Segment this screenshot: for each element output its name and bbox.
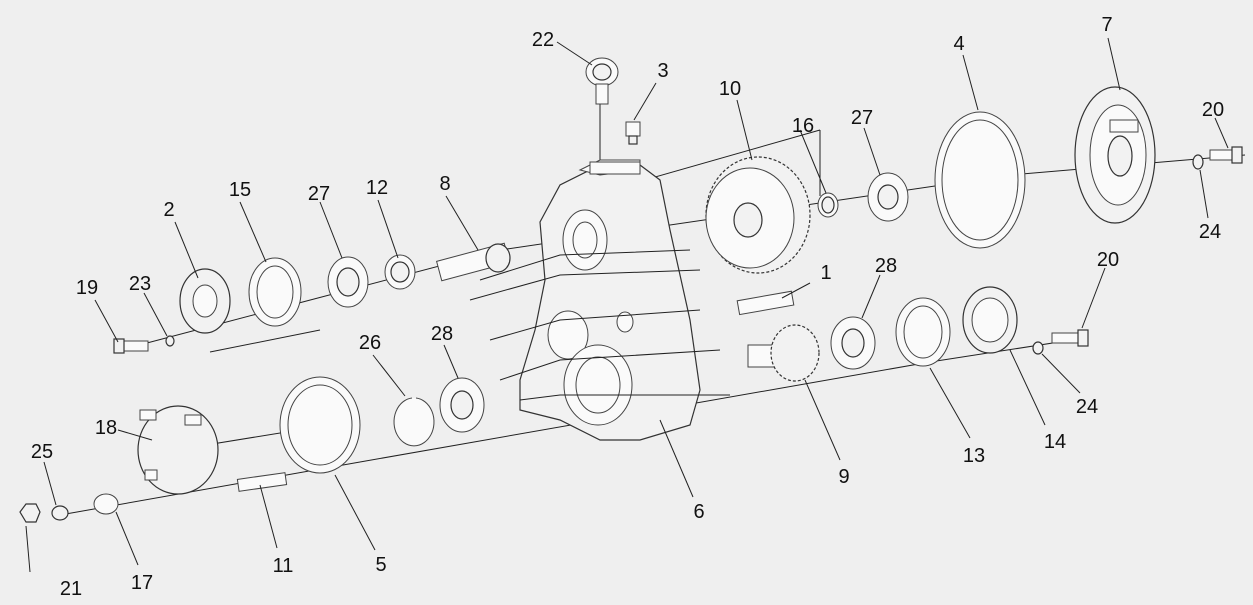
callout-11: 11	[273, 555, 294, 577]
callout-27-left: 27	[308, 183, 330, 205]
filler-plug	[625, 121, 641, 145]
gearbox-housing	[469, 159, 730, 441]
gasket-5	[279, 376, 361, 474]
callout-10: 10	[719, 78, 741, 100]
dowel-pin-1	[736, 290, 795, 316]
callout-14: 14	[1044, 431, 1066, 453]
callout-9: 9	[838, 466, 849, 488]
callout-21: 21	[60, 578, 82, 600]
gasket-13	[895, 297, 951, 367]
dowel-pin-11	[236, 472, 288, 492]
bolt-19	[113, 338, 149, 354]
callout-7: 7	[1101, 14, 1112, 36]
spacer-17	[93, 493, 119, 515]
callout-24-bottom: 24	[1076, 396, 1098, 418]
callout-16: 16	[792, 115, 814, 137]
bearing-27-left	[327, 256, 369, 308]
callout-28-left: 28	[431, 323, 453, 345]
callout-28-right: 28	[875, 255, 897, 277]
callout-5: 5	[375, 554, 386, 576]
oil-seal-12	[384, 254, 416, 290]
callout-23: 23	[129, 273, 151, 295]
callout-20-top: 20	[1202, 99, 1224, 121]
eyebolt	[585, 57, 619, 105]
callout-15: 15	[229, 179, 251, 201]
washer-23	[165, 335, 175, 347]
callout-4: 4	[953, 33, 964, 55]
bearing-28-right	[830, 316, 876, 370]
washer-24-top	[1192, 154, 1204, 170]
callout-6: 6	[693, 501, 704, 523]
callout-18: 18	[95, 417, 117, 439]
callout-3: 3	[657, 60, 668, 82]
bolt-20-top	[1209, 146, 1243, 164]
callout-20-bottom: 20	[1097, 249, 1119, 271]
gasket-4	[934, 111, 1026, 249]
callout-19: 19	[76, 277, 98, 299]
callout-13: 13	[963, 445, 985, 467]
input-shaft-8	[435, 242, 511, 282]
pinion-gear-9	[747, 324, 820, 382]
washer-24-bottom	[1032, 341, 1044, 355]
callout-26: 26	[359, 332, 381, 354]
cover-14	[962, 286, 1018, 354]
bearing-28-left	[439, 377, 485, 433]
callout-labels: 1 2 3 4 5 6 7 8 9 10 11 12 13 14 15 16 1…	[31, 14, 1224, 600]
callout-leaders	[25, 37, 1229, 573]
washer-25	[51, 505, 69, 521]
nut-21	[19, 503, 41, 523]
callout-22: 22	[532, 29, 554, 51]
callout-2: 2	[163, 199, 174, 221]
callout-27-right: 27	[851, 107, 873, 129]
callout-12: 12	[366, 177, 388, 199]
snap-ring-26	[393, 397, 435, 447]
cover-18	[137, 405, 219, 495]
callout-8: 8	[439, 173, 450, 195]
bearing-27-right	[867, 172, 909, 222]
cover-2	[179, 268, 231, 334]
end-cover-7	[1074, 86, 1156, 224]
callout-1: 1	[820, 262, 831, 284]
callout-24-top: 24	[1199, 221, 1221, 243]
snap-ring-16	[817, 192, 839, 218]
large-gear	[705, 156, 811, 274]
callout-17: 17	[131, 572, 153, 594]
bolt-20-bottom	[1051, 329, 1089, 347]
callout-25: 25	[31, 441, 53, 463]
gasket-15	[248, 257, 302, 327]
